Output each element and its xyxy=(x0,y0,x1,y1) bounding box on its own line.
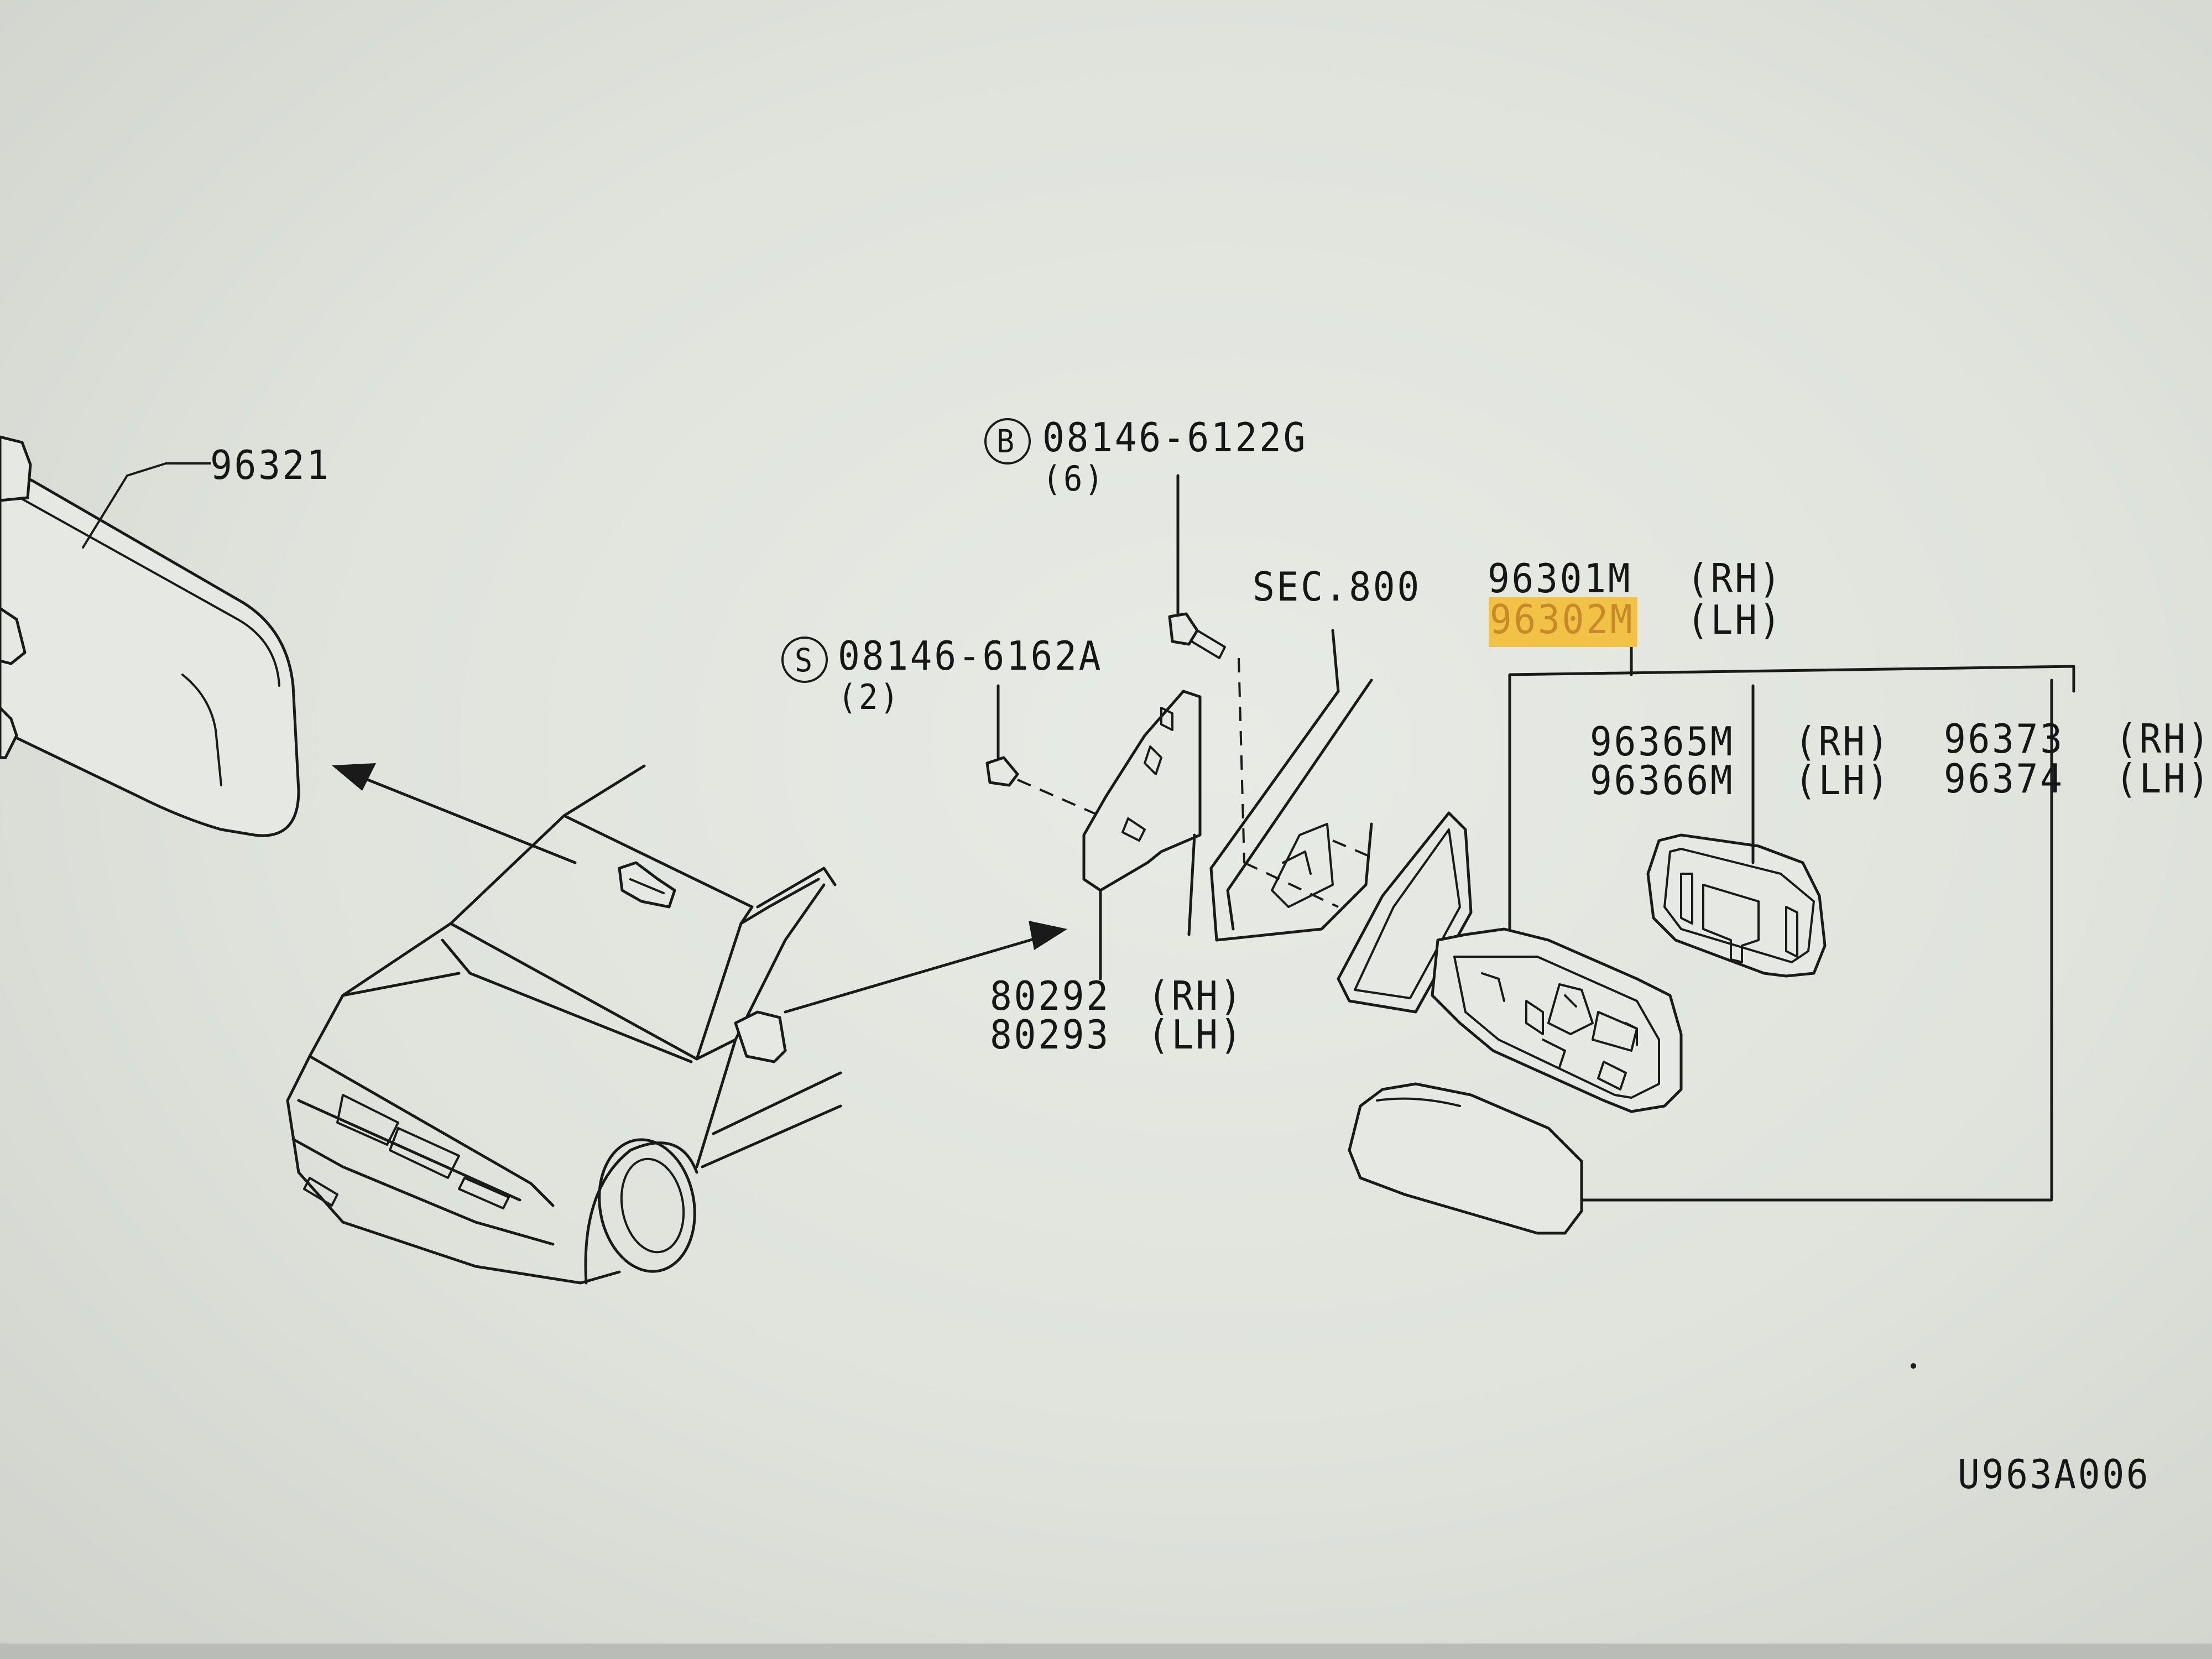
mirror-glass-drawing xyxy=(1630,645,1827,978)
label-door-mirror-rh-side: (RH) xyxy=(1687,555,1783,602)
bolt-b-drawing xyxy=(1168,474,1245,863)
label-glass-lh-side: (LH) xyxy=(1794,757,1891,804)
label-door-mirror-lh-highlighted: 96302M xyxy=(1489,597,1637,647)
label-section-ref: SEC.800 xyxy=(1253,564,1421,610)
door-frame-drawing xyxy=(1209,629,1373,942)
label-inner-mirror: 96321 xyxy=(210,442,331,488)
label-cover-lh: 96374 xyxy=(1944,755,2064,802)
arrow-to-inner-mirror xyxy=(332,763,577,864)
finisher-bracket-drawing xyxy=(1082,690,1202,980)
label-finisher-rh-side: (RH) xyxy=(1147,973,1244,1019)
label-cover-rh-side: (RH) xyxy=(2115,716,2212,762)
label-finisher-lh: 80293 xyxy=(990,1011,1110,1058)
car-drawing xyxy=(286,764,842,1285)
label-bolt-b-code: 08146-6122G xyxy=(1042,414,1308,461)
label-glass-rh-side: (RH) xyxy=(1794,718,1891,765)
label-screw-s-qty: (2) xyxy=(838,677,901,717)
door-mirror-body-drawing xyxy=(1431,665,2075,1113)
bolt-b-circle xyxy=(984,418,1031,465)
mirror-cover-drawing xyxy=(1348,679,2053,1235)
label-door-mirror-lh-side: (LH) xyxy=(1687,597,1783,643)
screw-s-circle xyxy=(781,637,828,683)
label-cover-lh-side: (LH) xyxy=(2115,755,2212,802)
label-bolt-b-letter: B xyxy=(997,422,1016,460)
monitor-bezel-edge xyxy=(0,1644,2212,1659)
label-finisher-lh-side: (LH) xyxy=(1147,1011,1244,1058)
label-bolt-b-qty: (6) xyxy=(1042,458,1106,499)
label-screw-s-code: 08146-6162A xyxy=(838,633,1103,679)
label-door-mirror-rh: 96301M xyxy=(1488,555,1632,602)
inner-mirror-drawing xyxy=(0,435,300,837)
screw-s-drawing xyxy=(985,684,1107,820)
label-glass-lh: 96366M xyxy=(1590,757,1735,804)
label-finisher-rh: 80292 xyxy=(990,973,1110,1019)
label-cover-rh: 96373 xyxy=(1944,716,2064,762)
arrow-to-finisher xyxy=(784,921,1067,1014)
label-screw-s-letter: S xyxy=(795,641,815,679)
label-glass-rh: 96365M xyxy=(1590,718,1735,765)
diagram-code: U963A006 xyxy=(1958,1451,2151,1498)
